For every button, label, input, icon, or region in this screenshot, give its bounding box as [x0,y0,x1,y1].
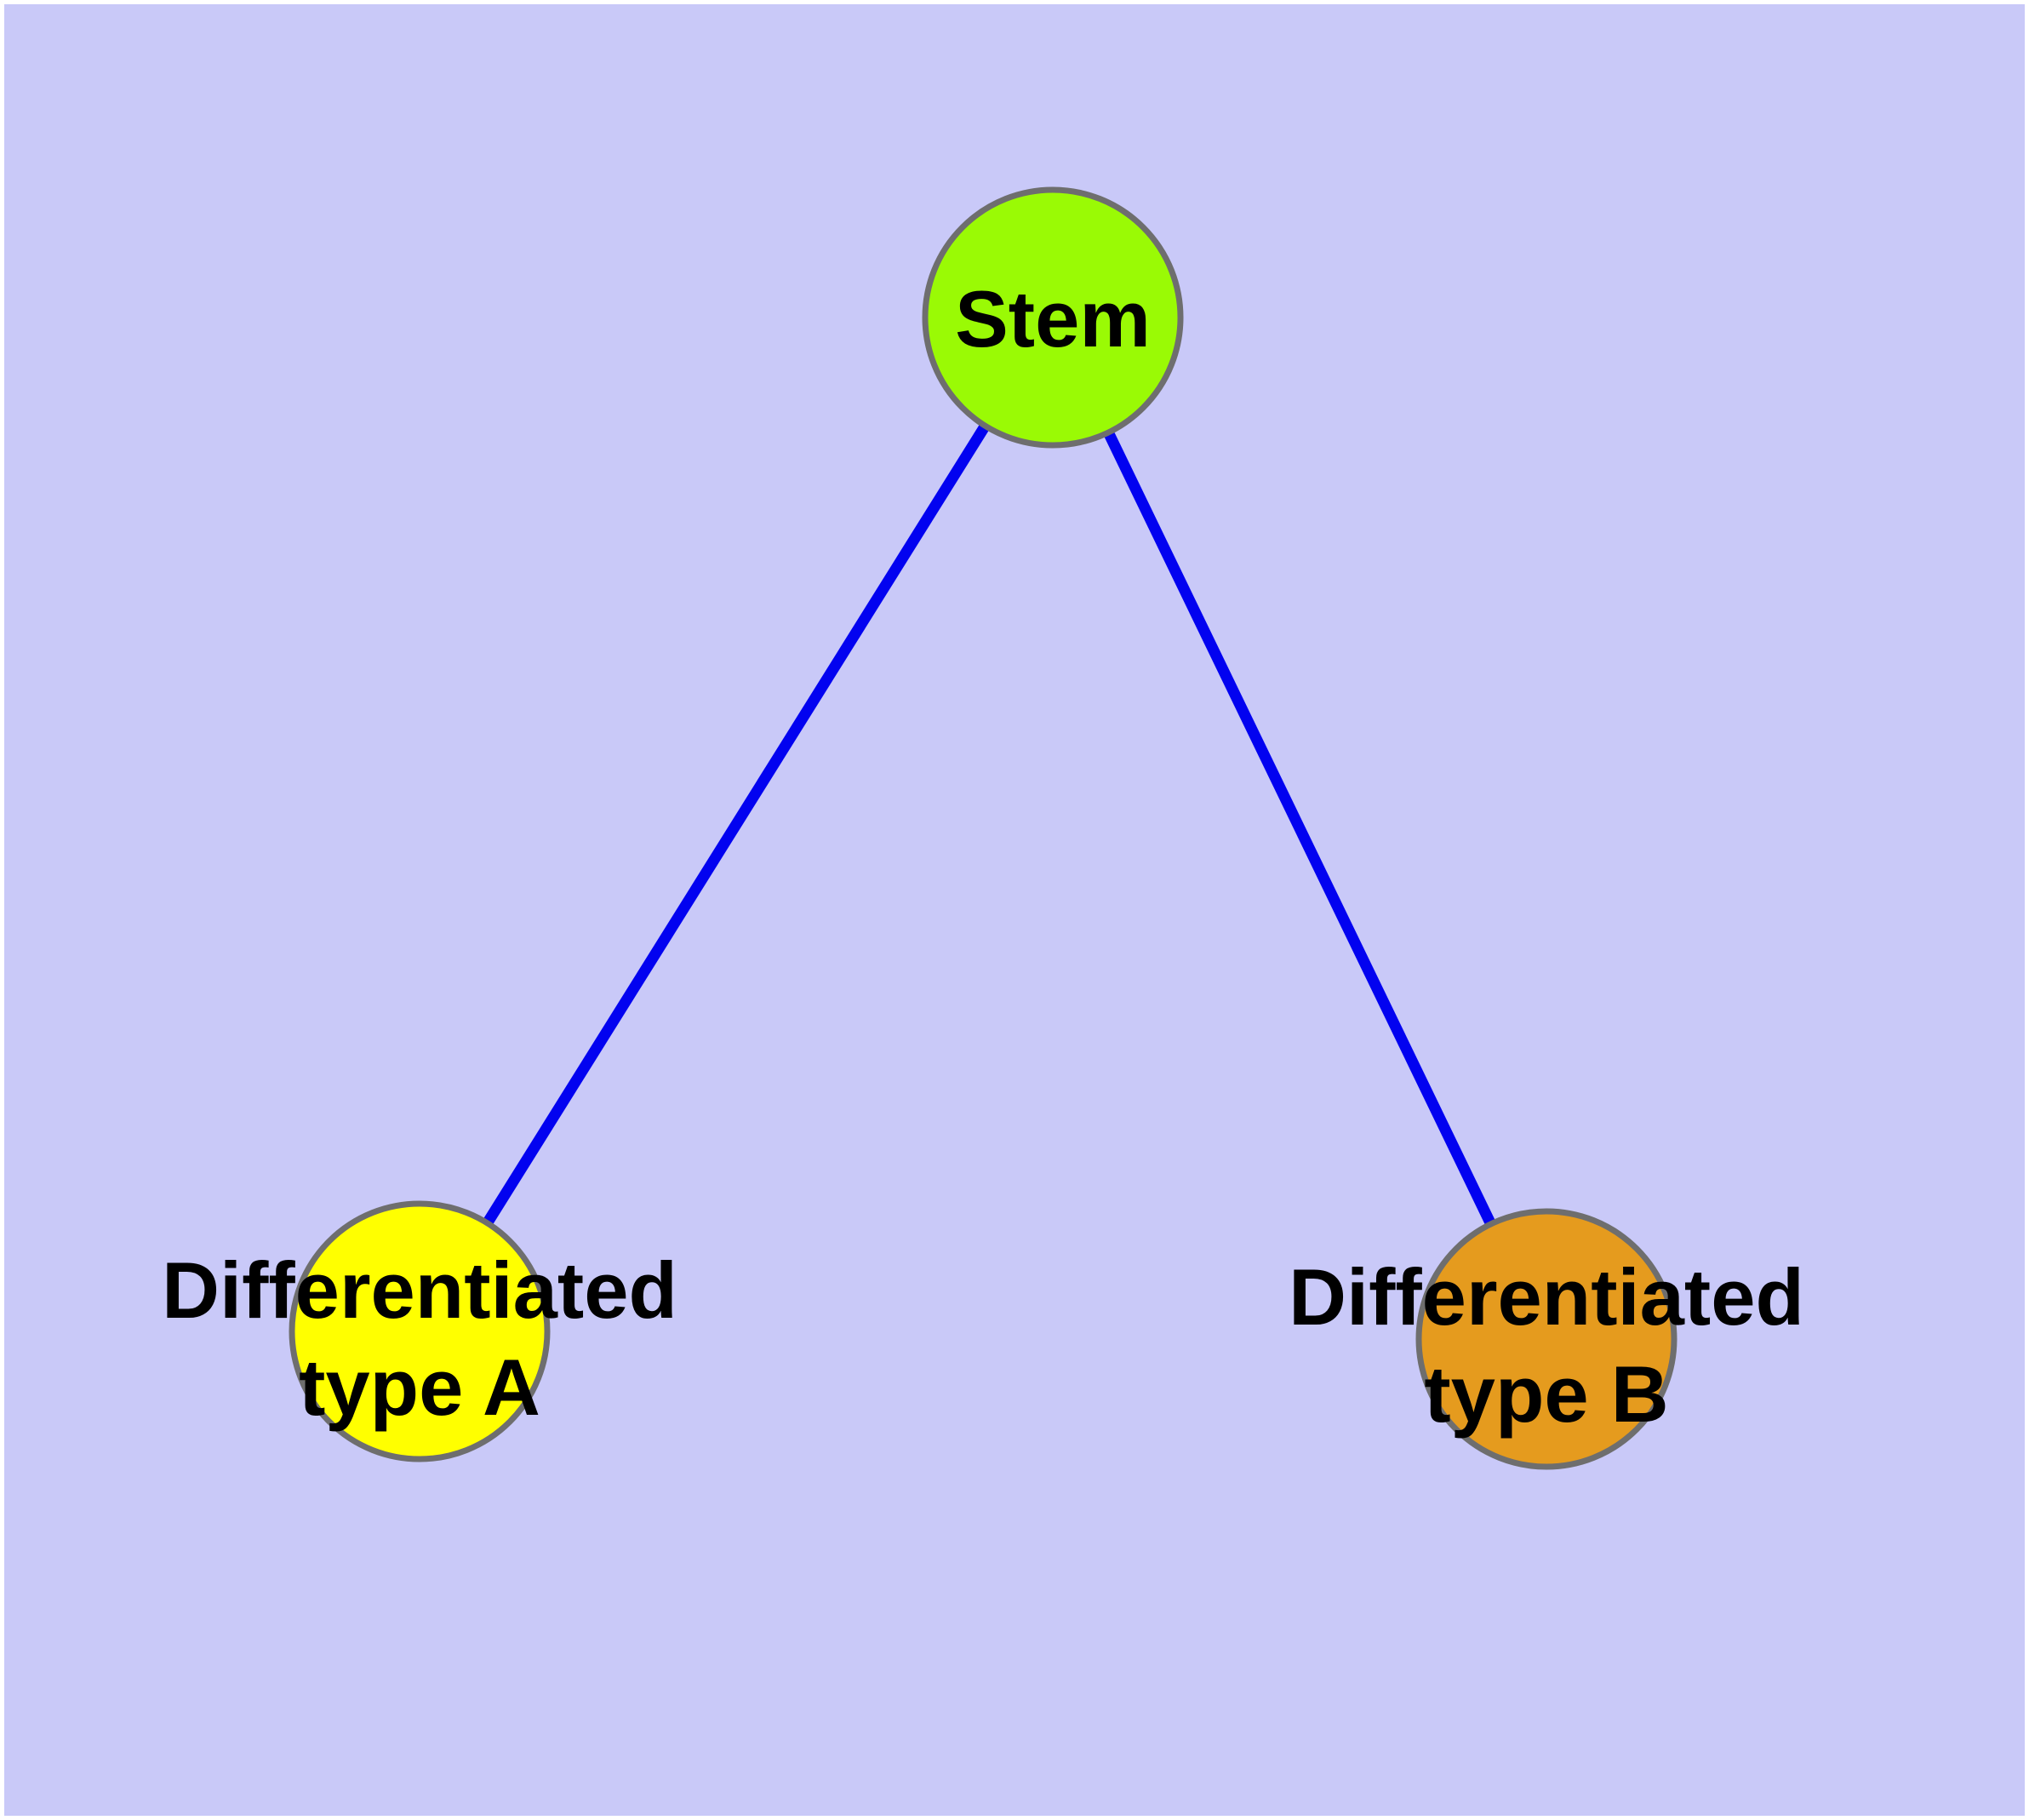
type-b-node-label-line2: type B [1424,1349,1668,1439]
node-group [289,186,1677,1470]
type-a-node-label-line1: Differentiated [162,1245,677,1335]
differentiated-type-a-node [289,1200,551,1462]
edge-group [414,314,1552,1342]
edge-stem-to-type-b [1048,315,1552,1342]
type-a-node-label-line2: type A [299,1342,540,1432]
type-b-node-label-line1: Differentiated [1289,1252,1804,1342]
stem-node [922,186,1184,449]
node-label-group: Stem Differentiated type A Differentiate… [162,274,1804,1439]
stem-node-label: Stem [955,274,1151,363]
differentiated-type-b-node [1415,1208,1677,1470]
edge-stem-to-type-a [414,314,1058,1335]
